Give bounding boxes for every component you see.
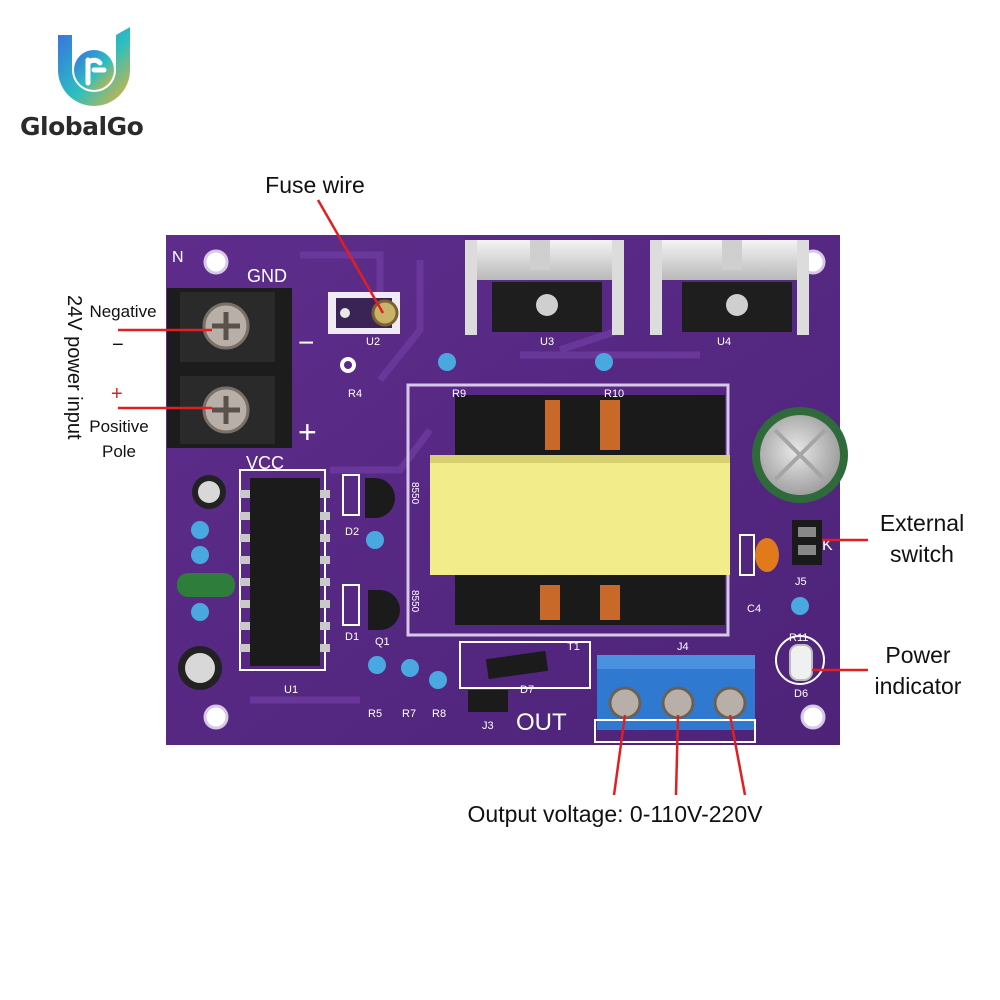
silk-d6: D6 bbox=[794, 688, 808, 700]
fuse-wire-label: Fuse wire bbox=[265, 172, 365, 198]
silk-t1: T1 bbox=[567, 641, 580, 653]
output-arrow-1 bbox=[612, 714, 627, 796]
capacitor-c4 bbox=[755, 538, 779, 572]
power-input-label: 24V power input bbox=[63, 295, 85, 440]
brand-name: GlobalGo bbox=[20, 112, 144, 141]
silk-r9: R9 bbox=[452, 388, 466, 400]
ic-u1 bbox=[239, 469, 330, 671]
mount-hole bbox=[203, 249, 229, 275]
input-terminal bbox=[167, 288, 292, 448]
silk-u4: U4 bbox=[717, 336, 731, 348]
power-led bbox=[789, 644, 813, 681]
silk-8550-b: 8550 bbox=[409, 590, 420, 613]
power-indicator-line2: indicator bbox=[874, 673, 962, 699]
silk-r5: R5 bbox=[368, 708, 382, 720]
silk-gnd: GND bbox=[247, 266, 287, 286]
silk-j3: J3 bbox=[482, 720, 494, 732]
silk-u1: U1 bbox=[284, 684, 298, 696]
silk-d7: D7 bbox=[520, 684, 534, 696]
silk-d1: D1 bbox=[345, 631, 359, 643]
silk-r8: R8 bbox=[432, 708, 446, 720]
silk-vcc: VCC bbox=[246, 453, 284, 473]
silk-out: OUT bbox=[516, 709, 567, 736]
jumper-j3 bbox=[468, 690, 508, 712]
silk-c4: C4 bbox=[747, 603, 761, 615]
negative-label: Negative bbox=[89, 302, 157, 321]
transistor-q1 bbox=[368, 590, 400, 630]
diode-d7 bbox=[485, 650, 549, 680]
fuse bbox=[371, 299, 399, 327]
silk-r10: R10 bbox=[604, 388, 624, 400]
silk-r4: R4 bbox=[348, 388, 362, 400]
silk-8550-a: 8550 bbox=[409, 482, 420, 505]
positive-pole-line2: Pole bbox=[101, 442, 137, 461]
negative-symbol: − bbox=[112, 334, 124, 356]
power-indicator-line1: Power bbox=[885, 642, 951, 668]
output-voltage-label: Output voltage: 0-110V-220V bbox=[467, 801, 763, 827]
silk-u3: U3 bbox=[540, 336, 554, 348]
heatsink-u4 bbox=[650, 240, 809, 335]
silk-k: K bbox=[822, 537, 833, 554]
transistor-q bbox=[365, 478, 395, 518]
silk-n: N bbox=[172, 249, 184, 266]
silk-minus: − bbox=[298, 327, 314, 358]
heatsink-u3 bbox=[465, 240, 624, 335]
output-arrow-3 bbox=[728, 714, 747, 796]
silk-plus: + bbox=[298, 414, 317, 450]
transformer-t1 bbox=[406, 383, 730, 637]
positive-pole-line1: Positive bbox=[89, 417, 149, 436]
positive-symbol: + bbox=[111, 383, 123, 405]
annotation-arrows bbox=[118, 199, 868, 796]
external-switch-line2: switch bbox=[890, 541, 954, 567]
output-terminal bbox=[597, 655, 755, 730]
mount-hole bbox=[800, 704, 826, 730]
electrolytic-capacitor bbox=[752, 407, 848, 503]
output-arrow-2 bbox=[674, 714, 680, 796]
mount-hole bbox=[203, 704, 229, 730]
film-capacitor bbox=[177, 573, 235, 597]
switch-jumper bbox=[792, 520, 822, 565]
silk-q1: Q1 bbox=[375, 636, 390, 648]
fuse-arrow bbox=[316, 199, 385, 314]
silk-r11: R11 bbox=[789, 632, 808, 644]
silk-r7: R7 bbox=[402, 708, 416, 720]
brand-logo bbox=[58, 27, 130, 106]
external-switch-line1: External bbox=[879, 510, 965, 536]
silk-j5: J5 bbox=[795, 576, 807, 588]
resistor-group bbox=[191, 353, 613, 689]
silk-u2: U2 bbox=[366, 336, 380, 348]
silk-d2: D2 bbox=[345, 526, 359, 538]
silk-j4: J4 bbox=[677, 641, 689, 653]
